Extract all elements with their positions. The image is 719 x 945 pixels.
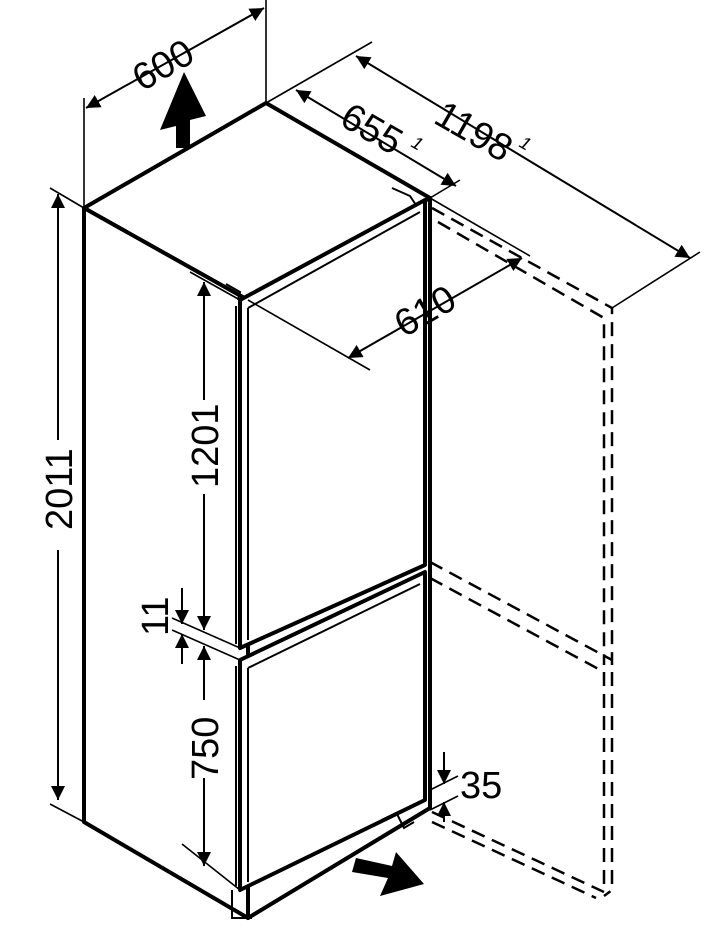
label-bg — [40, 440, 76, 550]
side-face — [82, 206, 250, 920]
freezer-door — [235, 570, 427, 892]
dim-plinth: 35 — [429, 752, 502, 822]
dim-depth-open-label: 1198 — [428, 93, 520, 170]
dim-height-freezer-door-label: 750 — [185, 717, 227, 780]
dim-height-total: 2011 — [39, 187, 85, 823]
airflow-in-arrow-icon — [352, 852, 424, 896]
dim-height-freezer-door: 750 — [181, 646, 241, 891]
dim-height-fridge-door-label: 1201 — [185, 403, 227, 488]
dim-height-fridge-door: 1201 — [171, 271, 241, 649]
label-bg — [186, 700, 222, 778]
dim-depth-door-sup: 1 — [408, 132, 427, 154]
airflow-up-arrow-icon — [160, 72, 206, 148]
label-bg — [186, 400, 222, 494]
dim-gap: 11 — [135, 588, 241, 664]
dim-height-total-label: 2011 — [39, 448, 81, 530]
dim-plinth-label: 35 — [460, 765, 502, 807]
dim-depth-open-sup: 1 — [516, 132, 535, 154]
dim-gap-label: 11 — [135, 597, 177, 636]
